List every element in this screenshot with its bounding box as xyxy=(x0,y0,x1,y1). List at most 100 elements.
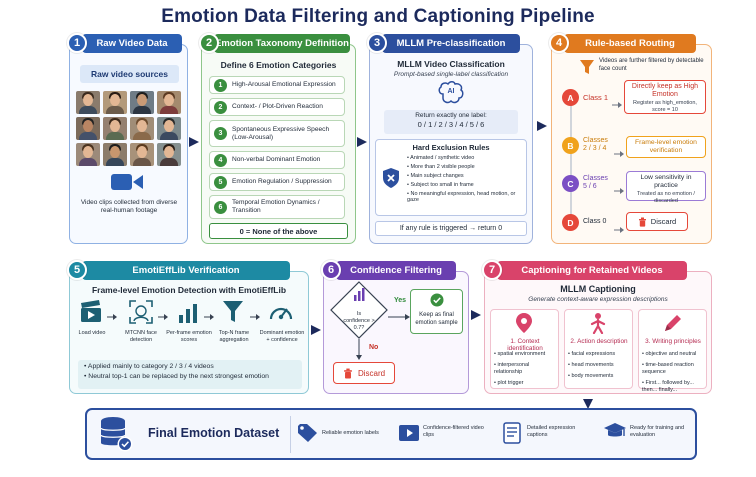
route-output-sub: Register as high_emotion, score = 10 xyxy=(633,100,697,113)
arrow-3-4 xyxy=(537,118,547,131)
trash-icon xyxy=(638,217,646,227)
return-label-box: Return exactly one label: 0 / 1 / 2 / 3 … xyxy=(384,110,518,134)
verify-notes-box: • Applied mainly to category 2 / 3 / 4 v… xyxy=(78,360,302,389)
step-7-label: Captioning for Retained Videos xyxy=(521,265,663,276)
step-2-header: Emotion Taxonomy Definition xyxy=(214,34,350,53)
category-item: 3 Spontaneous Expressive Speech (Low-Arou… xyxy=(209,120,345,147)
category-number: 2 xyxy=(214,100,227,114)
route-badge-text: A xyxy=(567,92,574,103)
route-badge-text: C xyxy=(567,178,574,189)
step-6-num-text: 6 xyxy=(327,264,335,276)
category-label: Spontaneous Expressive Speech (Low-Arous… xyxy=(232,125,330,141)
face-thumbnail xyxy=(76,117,100,140)
face-thumbnail xyxy=(130,143,154,166)
arrow-verify xyxy=(158,308,168,320)
verify-step-label: Top-N frame aggregation xyxy=(218,330,250,343)
person-motion-icon xyxy=(588,312,608,335)
category-number: 4 xyxy=(214,153,227,167)
trigger-box: If any rule is triggered → return 0 xyxy=(375,221,527,236)
caption-card-items: • spatial environment • interpersonal re… xyxy=(494,351,558,387)
shield-x-icon xyxy=(381,167,401,189)
route-output-d: Discard xyxy=(626,212,688,231)
face-thumbnail xyxy=(157,117,181,140)
step-7-number: 7 xyxy=(482,260,502,280)
route-badge-d: D xyxy=(562,214,579,231)
exclusion-rules-box xyxy=(375,139,527,216)
database-icon xyxy=(98,415,134,453)
caption-card xyxy=(564,309,633,389)
route-arrow-c xyxy=(614,181,624,194)
category-label: High-Arousal Emotional Expression xyxy=(232,81,336,89)
face-scan-icon xyxy=(129,300,153,324)
arrow-7-final xyxy=(583,396,593,409)
routing-rail xyxy=(570,90,572,222)
caption-item-text: spatial environment xyxy=(497,351,546,357)
verify-note: • Neutral top-1 can be replaced by the n… xyxy=(84,373,269,380)
category-number: 3 xyxy=(214,127,227,140)
rules-title: Hard Exclusion Rules xyxy=(412,143,490,152)
step-2-number: 2 xyxy=(199,33,219,53)
arrow-verify xyxy=(250,308,260,320)
rules-list: • Animated / synthetic video • More than… xyxy=(407,155,524,204)
face-thumbnail xyxy=(103,91,127,114)
caption-item-text: objective and neutral xyxy=(645,351,697,357)
step-3-num-text: 3 xyxy=(373,37,381,49)
verify-step-label: MTCNN face detection xyxy=(125,330,157,343)
none-of-above-label: 0 = None of the above xyxy=(239,226,318,236)
route-arrow-a xyxy=(612,95,622,108)
caption-item-text: head movements xyxy=(571,361,614,368)
verify-steps: Load video MTCNN face detection Per-fram… xyxy=(72,300,308,356)
route-arrow-d xyxy=(614,220,624,233)
keep-sample-box: Keep as final emotion sample xyxy=(410,289,463,334)
routing-note: Videos are further filtered by detectabl… xyxy=(599,58,704,72)
final-item-label: Reliable emotion labels xyxy=(322,430,379,436)
arrow-verify xyxy=(107,308,117,320)
caption-subheading: Generate context-aware expression descri… xyxy=(528,296,668,303)
video-face-grid xyxy=(76,91,182,167)
route-output-title: Low sensitivity in practice xyxy=(640,174,692,189)
route-class-a: Class 1 xyxy=(583,93,609,102)
category-label: Emotion Regulation / Suppression xyxy=(232,178,332,186)
step-5-header: EmotiEffLib Verification xyxy=(82,261,290,280)
ai-brain-icon: AI xyxy=(437,81,465,107)
arrow-5-6 xyxy=(311,322,321,335)
bar-chart-icon xyxy=(177,302,199,324)
arrow-6-7 xyxy=(471,307,481,320)
caption-item: • plot trigger xyxy=(494,379,524,386)
caption-item-text: body movements xyxy=(571,372,614,379)
caption-card-title: 2. Action description xyxy=(570,338,628,345)
route-output-a: Directly keep as High Emotion Register a… xyxy=(624,80,706,114)
face-thumbnail xyxy=(130,91,154,114)
rule-item: • No meaningful expression, head motion,… xyxy=(407,190,516,204)
step-1-header: Raw Video Data xyxy=(82,34,182,53)
check-circle-icon xyxy=(430,293,443,307)
verify-step-label: Load video xyxy=(78,330,106,336)
arrow-verify xyxy=(204,308,214,320)
none-of-above-box: 0 = None of the above xyxy=(209,223,348,239)
pen-icon xyxy=(662,312,682,334)
discard-box: Discard xyxy=(333,362,395,384)
rule-item: • Main subject changes xyxy=(407,172,464,179)
verify-step-label: Dominant emotion + confidence xyxy=(259,330,305,343)
rule-text: More than 2 visible people xyxy=(410,163,475,170)
rule-item: • More than 2 visible people xyxy=(407,163,475,170)
trigger-text: If any rule is triggered → return 0 xyxy=(399,225,503,232)
mllm-subheading: Prompt-based single-label classification xyxy=(393,71,509,78)
routing-funnel-icon xyxy=(579,59,595,75)
step-3-header: MLLM Pre-classification xyxy=(382,34,520,53)
verify-step-label: Per-frame emotion scores xyxy=(166,330,212,343)
rule-text: No meaningful expression, head motion, o… xyxy=(407,190,516,204)
document-icon xyxy=(503,422,521,444)
step-1-label: Raw Video Data xyxy=(96,38,168,49)
caption-item: • head movements xyxy=(568,361,614,368)
face-thumbnail xyxy=(157,143,181,166)
verify-note: • Applied mainly to category 2 / 3 / 4 v… xyxy=(84,363,214,370)
step-3-label: MLLM Pre-classification xyxy=(396,38,506,49)
step-4-number: 4 xyxy=(549,33,569,53)
caption-item-text: interpersonal relationship xyxy=(494,361,530,375)
step-6-label: Confidence Filtering xyxy=(350,265,442,276)
no-arrow xyxy=(356,339,362,361)
rule-item: • Animated / synthetic video xyxy=(407,155,475,161)
